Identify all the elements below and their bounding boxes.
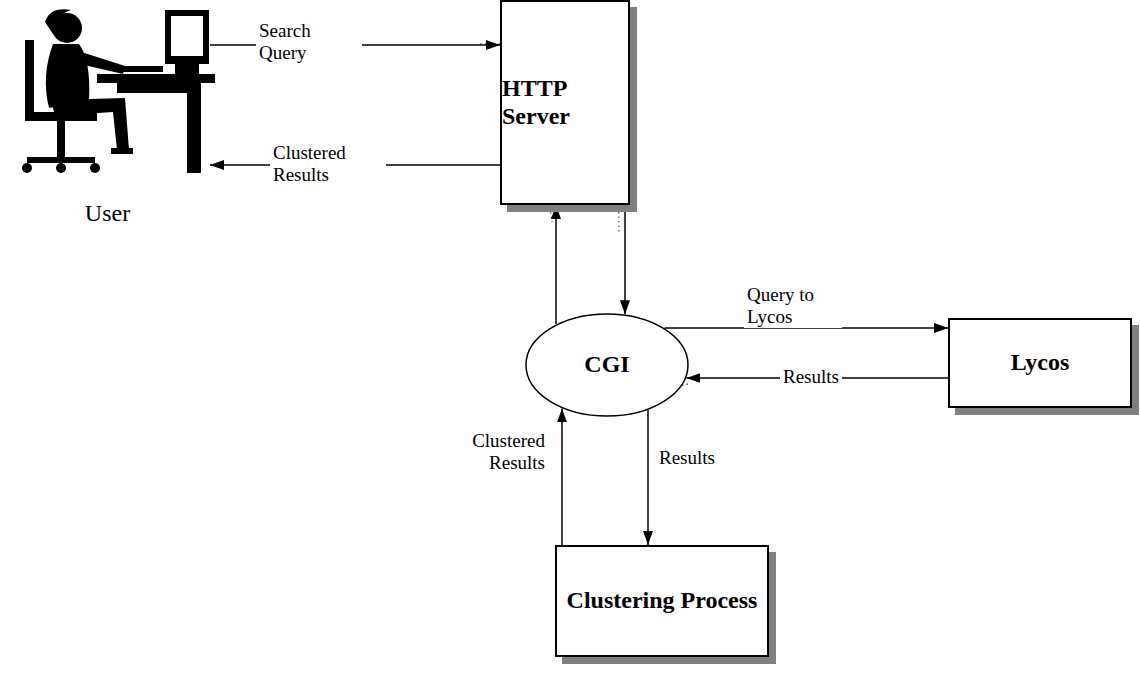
- edge-label: Search Query: [256, 20, 362, 64]
- chair-base: [27, 157, 95, 163]
- user-figure: [22, 9, 215, 173]
- node-label: Clustering Process: [567, 587, 758, 615]
- node-label: Lycos: [1011, 349, 1070, 377]
- user-node: User: [5, 0, 210, 228]
- process-box: Lycos: [948, 318, 1132, 408]
- chair-wheel: [22, 163, 32, 173]
- edge-label: Clustered Results: [438, 430, 548, 474]
- chair-wheel: [90, 163, 100, 173]
- chair-wheel: [56, 163, 66, 173]
- chair-seat: [25, 112, 97, 121]
- flow-arrow: [561, 408, 563, 545]
- monitor: [165, 10, 209, 64]
- chair-post: [57, 121, 65, 159]
- keyboard: [123, 66, 163, 72]
- process-box: HTTP Server: [500, 0, 630, 205]
- flow-arrow: [624, 205, 626, 314]
- edge-label: Query to Lycos: [744, 284, 842, 328]
- ellipse-shape: [526, 314, 688, 416]
- monitor-base: [175, 64, 199, 74]
- node-label: User: [85, 200, 130, 228]
- node-label: HTTP Server: [502, 75, 628, 130]
- process-box: Clustering Process: [555, 545, 769, 657]
- foot: [111, 148, 133, 154]
- desk-top: [97, 74, 215, 83]
- monitor-screen: [171, 16, 203, 56]
- desk-drawer: [117, 83, 189, 93]
- edge-label: Clustered Results: [270, 142, 386, 186]
- flow-arrow: [555, 205, 557, 324]
- node-label: CGI: [584, 351, 629, 379]
- flow-arrow: [647, 410, 649, 545]
- desk-leg: [187, 83, 201, 173]
- process-ellipse: CGI: [525, 313, 689, 417]
- edge-label: Results: [780, 366, 842, 388]
- edge-label: Results: [656, 447, 718, 469]
- chair-back: [25, 40, 34, 114]
- hair: [45, 9, 71, 34]
- arm: [71, 50, 125, 74]
